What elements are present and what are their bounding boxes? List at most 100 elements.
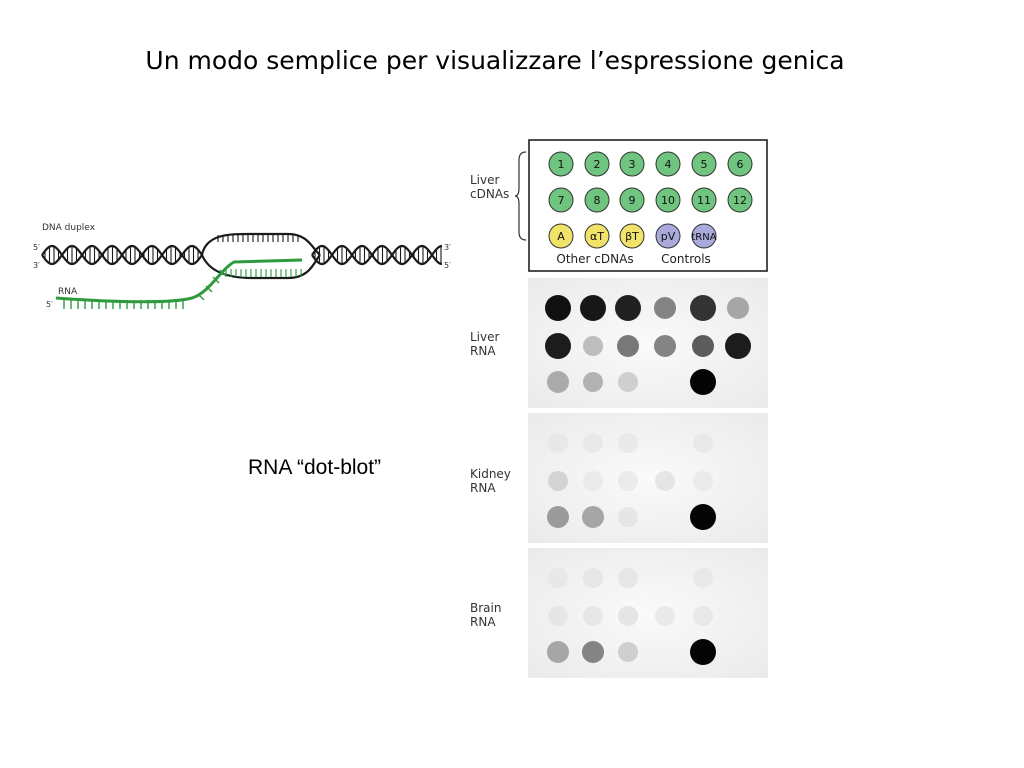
blot-dot xyxy=(583,606,603,626)
blot-dot xyxy=(618,471,638,491)
blot-dot xyxy=(655,471,675,491)
hybridization-diagram: DNA duplex RNA 5′ 3′ 3′ 5′ 5′ xyxy=(33,223,451,309)
brain-rna-blot xyxy=(528,548,768,678)
key-circle-tRNA xyxy=(691,223,717,249)
liver-rna-blot xyxy=(528,278,768,408)
blot-dot xyxy=(654,297,676,319)
dna-duplex-label: DNA duplex xyxy=(42,223,96,233)
dna-helix-left xyxy=(41,244,203,266)
blot-dot xyxy=(583,336,603,356)
blot-dot xyxy=(547,641,569,663)
key-circle-βT xyxy=(619,223,645,249)
key-label-αT: αT xyxy=(590,230,604,243)
key-label-10: 10 xyxy=(661,194,675,207)
blot-dot xyxy=(618,507,638,527)
dna-helix-right xyxy=(311,244,443,266)
blot-dot xyxy=(547,371,569,393)
blot-dot xyxy=(580,295,606,321)
blot-dot xyxy=(548,568,568,588)
key-circle-3 xyxy=(619,151,645,177)
dna-3-end-right: 3′ xyxy=(444,243,451,252)
blot-dot xyxy=(618,606,638,626)
key-label-βT: βT xyxy=(625,230,639,243)
blot-dot xyxy=(582,641,604,663)
key-circle-8 xyxy=(584,187,610,213)
blot-dot xyxy=(545,295,571,321)
blot-dot xyxy=(547,506,569,528)
blot-dot xyxy=(693,606,713,626)
blot-dot xyxy=(693,471,713,491)
blot-dot xyxy=(583,471,603,491)
key-label-1: 1 xyxy=(558,158,565,171)
blot-dot xyxy=(583,568,603,588)
dna-melting-bubble xyxy=(200,232,321,280)
blot-dot xyxy=(618,372,638,392)
key-label-tRNA: tRNA xyxy=(691,232,716,243)
key-label-7: 7 xyxy=(558,194,565,207)
key-label-4: 4 xyxy=(665,158,672,171)
key-circle-6 xyxy=(727,151,753,177)
key-label-A: A xyxy=(557,230,565,243)
blot-dot xyxy=(618,642,638,662)
other-cdnas-label: Other cDNAs xyxy=(556,252,633,266)
brace-icon xyxy=(514,151,527,241)
key-circle-11 xyxy=(691,187,717,213)
blot-dot xyxy=(548,606,568,626)
blot-dot xyxy=(548,433,568,453)
rna-5-end: 5′ xyxy=(46,300,53,309)
blot-dot xyxy=(582,506,604,528)
blot-dot xyxy=(583,433,603,453)
key-circle-10 xyxy=(655,187,681,213)
key-circle-5 xyxy=(691,151,717,177)
blot-dot xyxy=(548,471,568,491)
blot-dot xyxy=(617,335,639,357)
slide-title: Un modo semplice per visualizzare l’espr… xyxy=(145,46,845,75)
key-label-6: 6 xyxy=(737,158,744,171)
blot-dot xyxy=(690,369,716,395)
dna-3-end-left: 3′ xyxy=(33,261,40,270)
key-circle-2 xyxy=(584,151,610,177)
key-circle-12 xyxy=(727,187,753,213)
rna-strand xyxy=(55,258,303,309)
blot-dot xyxy=(692,335,714,357)
key-circle-1 xyxy=(548,151,574,177)
blot-dot xyxy=(618,568,638,588)
key-label-8: 8 xyxy=(594,194,601,207)
key-label-3: 3 xyxy=(629,158,636,171)
blot-dot xyxy=(654,335,676,357)
key-circle-9 xyxy=(619,187,645,213)
blot-dot xyxy=(618,433,638,453)
key-circle-4 xyxy=(655,151,681,177)
key-circle-A xyxy=(548,223,574,249)
blot-dot xyxy=(727,297,749,319)
blot-dot xyxy=(583,372,603,392)
key-label-12: 12 xyxy=(733,194,747,207)
rna-label: RNA xyxy=(58,287,78,297)
blot-dot xyxy=(615,295,641,321)
blot-dot xyxy=(693,568,713,588)
key-circle-αT xyxy=(584,223,610,249)
controls-label: Controls xyxy=(661,252,711,266)
key-circle-7 xyxy=(548,187,574,213)
blot-dot xyxy=(725,333,751,359)
blot-dot xyxy=(655,606,675,626)
dot-blot-caption: RNA “dot-blot” xyxy=(248,456,382,479)
dna-5-end-left: 5′ xyxy=(33,243,40,252)
dna-5-end-right: 5′ xyxy=(444,261,451,270)
blot-dot xyxy=(545,333,571,359)
blot-dot xyxy=(693,433,713,453)
blot-dot xyxy=(690,295,716,321)
key-label-2: 2 xyxy=(594,158,601,171)
kidney-rna-blot xyxy=(528,413,768,543)
key-circle-pV xyxy=(655,223,681,249)
key-label-pV: pV xyxy=(661,230,676,243)
blot-dot xyxy=(690,639,716,665)
key-label-11: 11 xyxy=(697,194,711,207)
key-label-9: 9 xyxy=(629,194,636,207)
key-label-5: 5 xyxy=(701,158,708,171)
